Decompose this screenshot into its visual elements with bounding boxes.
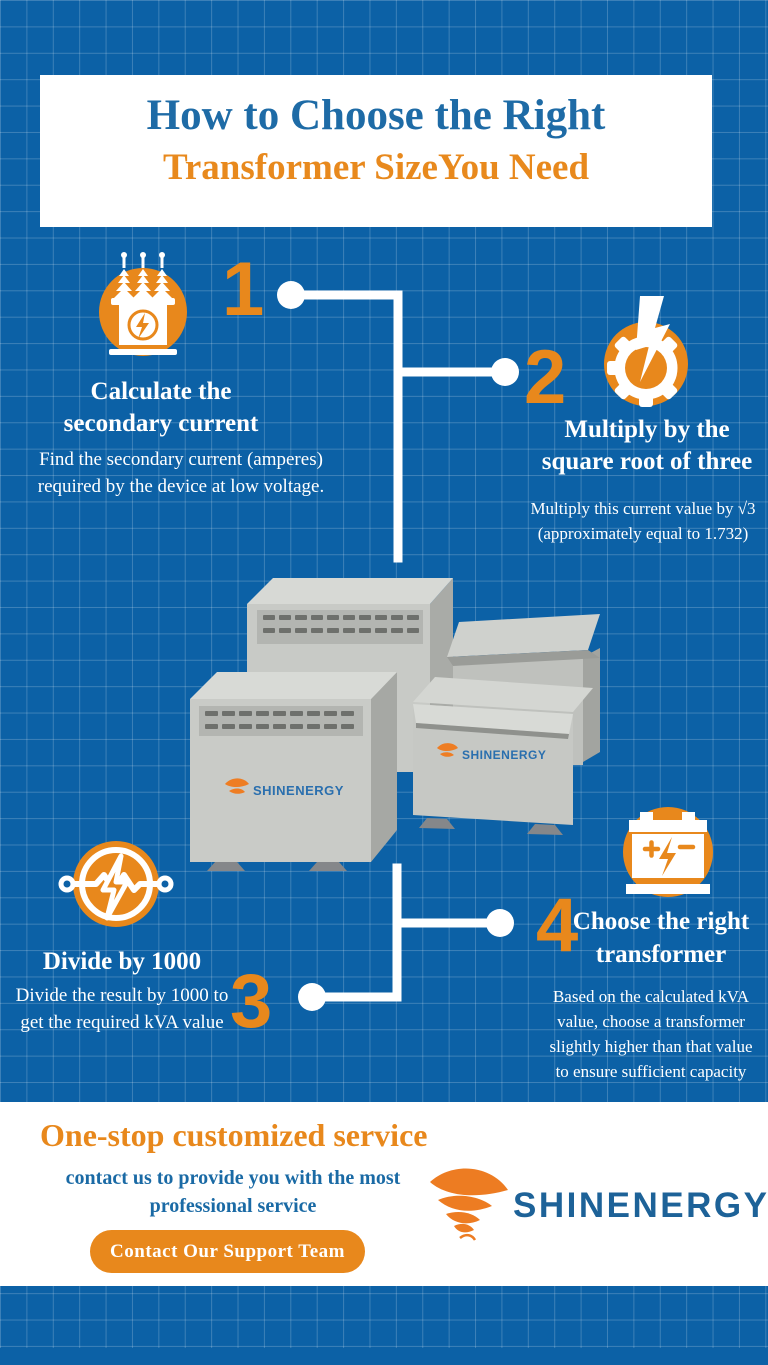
footer-subtext: contact us to provide you with the most …: [58, 1164, 408, 1220]
step-2-heading: Multiply by the square root of three: [520, 414, 768, 478]
step-1-body-line2: required by the device at low voltage.: [37, 476, 325, 497]
cabinet-logo-right: SHINENERGY: [437, 743, 546, 762]
contact-support-button[interactable]: Contact Our Support Team: [90, 1230, 365, 1273]
battery-icon: [623, 807, 713, 897]
step-2-heading-line2: square root of three: [541, 448, 753, 475]
step-1-body-line1: Find the secondary current (amperes): [39, 449, 323, 470]
step-1-heading-line2: secondary current: [63, 410, 259, 437]
connector-dot-4: [486, 909, 514, 937]
step-4-body: Based on the calculated kVA value, choos…: [537, 984, 765, 1084]
step-2-number: 2: [524, 335, 567, 420]
step-2-heading-line1: Multiply by the: [564, 416, 730, 443]
step-4-heading: Choose the right transformer: [554, 905, 768, 971]
cabinet-logo-left: SHINENERGY: [225, 778, 344, 798]
header-box: How to Choose the Right Transformer Size…: [40, 75, 712, 227]
step-2-body: Multiply this current value by √3 (appro…: [518, 496, 768, 546]
cabinet-brand-right: SHINENERGY: [462, 748, 546, 762]
footer-band: One-stop customized service contact us t…: [0, 1102, 768, 1286]
page-title-line-2: Transformer SizeYou Need: [162, 147, 590, 188]
transformers-photo: SHINENERGY SHINENERGY: [190, 578, 600, 871]
step-4-heading-line1: Choose the right: [572, 908, 750, 935]
step-4-heading-line2: transformer: [595, 941, 727, 968]
footer-heading: One-stop customized service: [40, 1117, 428, 1153]
step-3-body-line2: get the required kVA value: [20, 1012, 224, 1033]
step-3-body-line1: Divide the result by 1000 to: [15, 985, 229, 1006]
step-3-number: 3: [230, 959, 273, 1044]
step-1-heading-line1: Calculate the: [90, 378, 232, 405]
step-2-body-line2: (approximately equal to 1.732): [537, 524, 749, 543]
step-3-heading: Divide by 1000: [12, 946, 232, 978]
step-3-heading-line1: Divide by 1000: [42, 948, 202, 975]
step-4-body-line2: value, choose a transformer: [557, 1012, 745, 1031]
circuit-lightning-icon: [58, 841, 174, 927]
step-4-body-line4: to ensure sufficient capacity: [555, 1062, 747, 1081]
step-1-heading: Calculate the secondary current: [26, 376, 296, 440]
step-4-body-line3: slightly higher than that value: [549, 1037, 753, 1056]
step-4-number: 4: [536, 883, 579, 968]
gear-lightning-icon: [604, 296, 688, 407]
footer-brand-wordmark: SHINENERGY: [513, 1186, 768, 1225]
step-1-number: 1: [222, 247, 265, 332]
connector-dot-2: [491, 358, 519, 386]
transformer-icon: [99, 252, 187, 356]
page-title-line-1: How to Choose the Right: [146, 92, 606, 139]
footer-subtext-line2: professional service: [149, 1195, 317, 1217]
step-2-body-line1: Multiply this current value by √3: [530, 499, 756, 518]
connector-dot-3: [298, 983, 326, 1011]
step-3-body: Divide the result by 1000 to get the req…: [12, 982, 232, 1036]
footer-subtext-line1: contact us to provide you with the most: [65, 1167, 401, 1189]
step-4-body-line1: Based on the calculated kVA: [552, 987, 750, 1006]
shinenergy-wing-icon: [430, 1168, 508, 1241]
connector-dot-1: [277, 281, 305, 309]
cabinet-brand-left: SHINENERGY: [253, 783, 344, 798]
step-1-body: Find the secondary current (amperes) req…: [11, 446, 351, 500]
bottom-strip: [0, 1348, 768, 1365]
